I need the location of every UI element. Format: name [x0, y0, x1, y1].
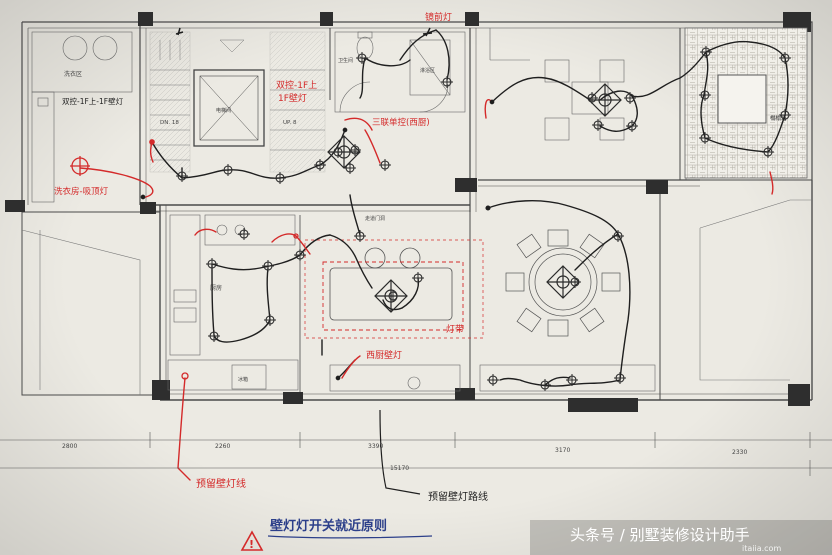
light-fixture-icon: [354, 230, 366, 242]
note-stair-left: 双控-1F上-1F壁灯: [62, 96, 124, 106]
light-fixture-icon: [344, 162, 356, 174]
light-fixture-icon: [356, 52, 368, 64]
note-principle: 壁灯灯开关就近原则: [270, 518, 387, 534]
note-light-strip: 灯带: [446, 324, 464, 335]
light-fixture-icon: [441, 76, 453, 88]
right-room-outline: [21, 199, 812, 395]
room-label-toilet: 卫生间: [338, 57, 353, 64]
light-fixture-icon: [612, 230, 624, 242]
dimension-labels: 2800 2260 3390 3170 2330 15170: [62, 443, 747, 472]
svg-text:!: !: [249, 538, 254, 551]
pointer-line: [379, 409, 421, 495]
light-fixture-icon: [699, 132, 711, 144]
light-fixture-icon: [699, 89, 711, 101]
light-fixture-icon: [614, 372, 626, 384]
light-fixture-icon: [222, 164, 234, 176]
light-fixture-icon: [779, 109, 791, 121]
pendant-light-icon: [588, 83, 622, 117]
light-fixture-icon: [779, 52, 791, 64]
switch-symbols: [140, 27, 495, 381]
room-label-laundry: 洗衣区: [64, 70, 82, 78]
stair-up-label: UP. 8: [283, 120, 297, 126]
room-label-tatami: 榻榻米: [770, 114, 787, 122]
watermark-site: itaiia.com: [742, 544, 781, 553]
light-fixture-icon: [700, 46, 712, 58]
light-fixture-icon: [238, 228, 250, 240]
dining-table: [505, 229, 621, 337]
light-fixture-icon: [262, 260, 274, 272]
pillars: [5, 12, 811, 412]
pendant-light-icon: [374, 279, 408, 313]
light-fixture-icon: [762, 146, 774, 158]
light-fixture-icon: [206, 258, 218, 270]
room-label-fridge: 冰箱: [238, 376, 248, 383]
pendant-center-icon: [337, 145, 351, 159]
light-fixture-icon: [264, 314, 276, 326]
dimension-1: 2800: [62, 443, 77, 450]
note-stair-switch-a: 双控-1F上: [276, 79, 317, 91]
dimension-3: 3390: [368, 443, 383, 450]
light-fixture-icon: [176, 170, 188, 182]
pendant-center-icon: [384, 289, 398, 303]
light-fixture-icon: [586, 92, 598, 104]
light-fixture-icon: [349, 144, 361, 156]
note-reserved-left: 预留壁灯线: [196, 477, 246, 490]
bathroom: [334, 31, 466, 113]
laundry-room: [31, 31, 133, 203]
dimension-2: 2260: [215, 443, 230, 450]
warning-triangle-icon: [240, 530, 264, 551]
note-bathroom-light: 镜前灯: [425, 11, 452, 23]
light-fixture-icon: [274, 172, 286, 184]
note-stair-switch-b: 1F壁灯: [278, 92, 307, 104]
dimension-lines: [0, 432, 832, 476]
watermark: 头条号 / 别墅装修设计助手 itaiia.com: [530, 520, 832, 555]
light-fixture-icon: [379, 159, 391, 171]
annotations: 镜前灯 双控-1F上 1F壁灯 双控-1F上-1F壁灯 三联单控(西厨) 洗衣房…: [54, 11, 488, 503]
light-fixture-icon: [624, 92, 636, 104]
light-fixture-icon: [592, 119, 604, 131]
watermark-source: 头条号 / 别墅装修设计助手: [570, 526, 750, 544]
kitchen-island: [304, 239, 484, 339]
light-fixture-icon: [626, 120, 638, 132]
light-fixtures: [176, 46, 791, 391]
room-label-kitchen: 厨房: [210, 284, 222, 292]
dimension-total: 15170: [390, 465, 409, 472]
bottom-cabinets: [329, 364, 656, 392]
dimension-4: 3170: [555, 447, 570, 454]
pendant-center-icon: [598, 93, 612, 107]
light-fixture-icon: [539, 379, 551, 391]
light-fixture-icon: [208, 330, 220, 342]
light-fixture-icon: [314, 159, 326, 171]
note-reserved-center: 预留壁灯路线: [428, 490, 488, 503]
light-fixture-icon: [566, 374, 578, 386]
light-fixture-icon: [487, 374, 499, 386]
room-label-elevator: 电梯间: [216, 107, 231, 114]
room-label-shower: 淋浴区: [420, 67, 435, 74]
principle-note: ! 壁灯灯开关就近原则: [240, 518, 433, 551]
tatami-room: [684, 27, 808, 179]
note-laundry-light: 洗衣房-吸顶灯: [54, 186, 109, 197]
light-fixture-icon: [294, 249, 306, 261]
light-fixture-icon: [412, 272, 424, 284]
elevator-shaft: [193, 69, 265, 147]
room-label-corridor: 走道门洞: [365, 215, 385, 222]
dimension-5: 2330: [732, 449, 747, 456]
note-wall-lamp-west: 西厨壁灯: [366, 349, 402, 361]
red-fixtures: [70, 139, 299, 380]
note-three-way: 三联单控(西厨): [372, 117, 430, 128]
stair-down-label: DN. 18: [160, 120, 179, 126]
pendant-light-icon: [327, 135, 361, 169]
pendant-light-icon: [546, 265, 580, 299]
pendant-center-icon: [556, 275, 570, 289]
